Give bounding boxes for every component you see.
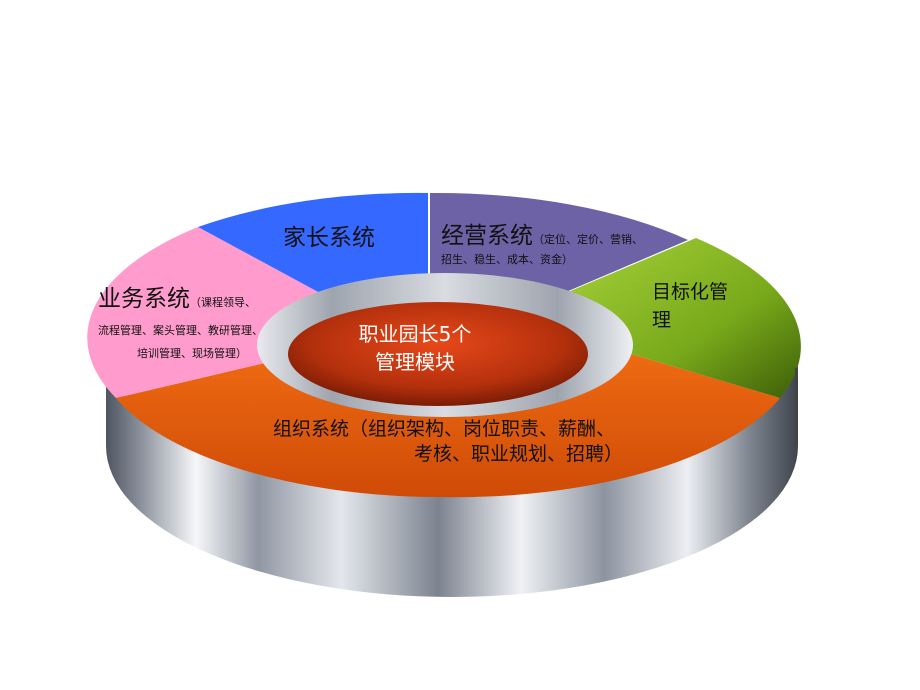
label-business-system: 业务系统（课程领导、 [98,285,256,313]
label-parent-system: 家长系统 [283,225,375,251]
label-organization-1: 组织系统（组织架构、岗位职责、薪酬、 [273,418,616,440]
label-operation-system: 经营系统（定位、定价、营销、 [441,222,643,250]
business-detail-2: 流程管理、案头管理、教研管理、 [98,324,263,337]
operation-title: 经营系统 [441,223,533,249]
business-detail-3: 培训管理、现场管理） [137,347,247,360]
slice-operation [430,192,688,292]
label-target-2: 理 [652,309,672,331]
business-title: 业务系统 [98,286,190,312]
label-organization-2: 考核、职业规划、招聘） [414,443,624,465]
center-disc [288,302,588,406]
center-label: 职业园长5个 管理模块 [330,320,500,376]
slice-target [568,238,801,398]
business-detail-1: （课程领导、 [190,296,256,309]
operation-detail-1: （定位、定价、营销、 [533,233,643,246]
center-line-2: 管理模块 [375,350,455,374]
label-target-1: 目标化管 [652,281,729,303]
ring-side-wall [106,346,798,597]
slice-organization [116,353,780,498]
slice-parent [198,192,428,293]
operation-detail-2: 招生、稳生、成本、资金） [441,253,573,266]
center-line-1: 职业园长5个 [358,322,472,346]
